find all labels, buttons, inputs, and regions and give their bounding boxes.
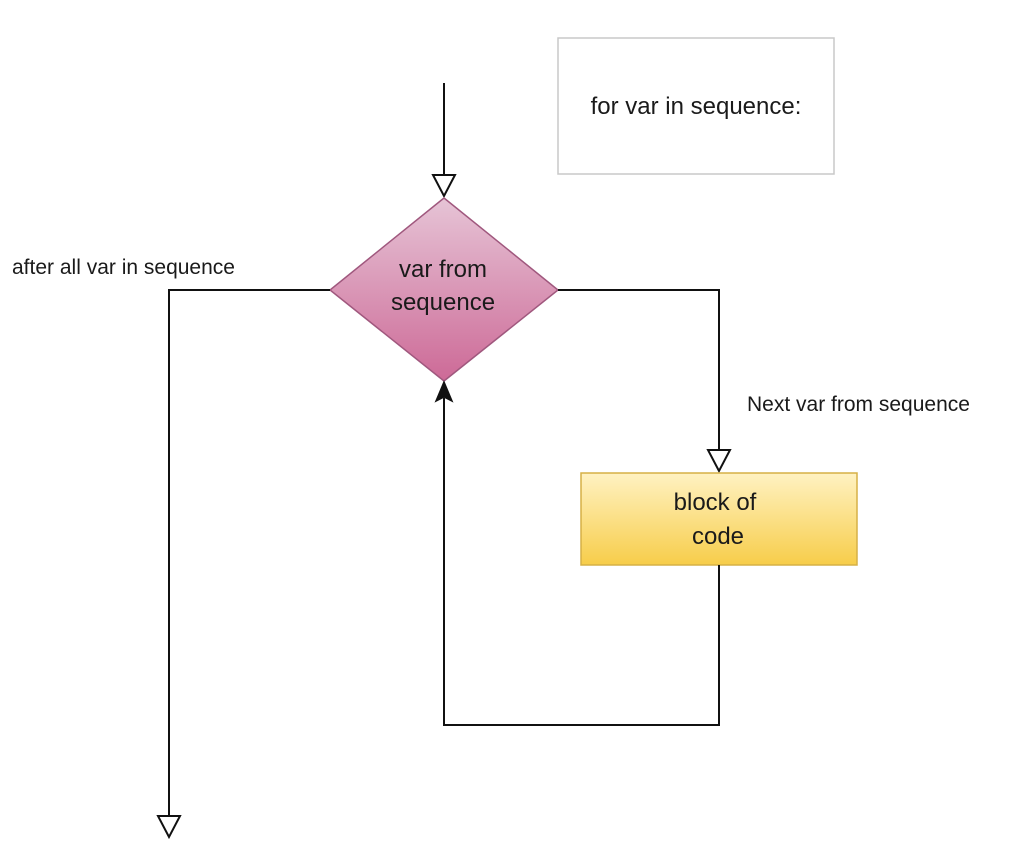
next-line bbox=[558, 289, 720, 449]
next-arrowhead bbox=[706, 449, 732, 474]
process-node[interactable]: block of code bbox=[580, 472, 858, 566]
entry-arrowhead bbox=[431, 174, 457, 199]
exit-arrowhead bbox=[156, 815, 182, 840]
header-note[interactable]: for var in sequence: bbox=[557, 37, 835, 175]
process-label-line1: block of bbox=[674, 489, 757, 516]
loop-back-line bbox=[443, 398, 720, 726]
decision-label-line2: sequence bbox=[391, 289, 495, 316]
exit-edge: after all var in sequence bbox=[12, 256, 330, 840]
next-edge-label: Next var from sequence bbox=[747, 393, 970, 416]
header-note-box bbox=[557, 37, 835, 175]
loop-back-edge bbox=[434, 380, 720, 726]
loop-back-arrowhead bbox=[434, 380, 454, 403]
header-note-text: for var in sequence: bbox=[591, 93, 802, 120]
process-label-line2: code bbox=[692, 523, 744, 550]
decision-node[interactable]: var from sequence bbox=[328, 197, 560, 382]
exit-edge-label: after all var in sequence bbox=[12, 256, 235, 279]
entry-edge bbox=[431, 83, 457, 199]
decision-label-line1: var from bbox=[399, 256, 487, 283]
next-edge: Next var from sequence bbox=[558, 289, 970, 474]
process-box bbox=[580, 472, 858, 566]
exit-line bbox=[168, 289, 330, 815]
